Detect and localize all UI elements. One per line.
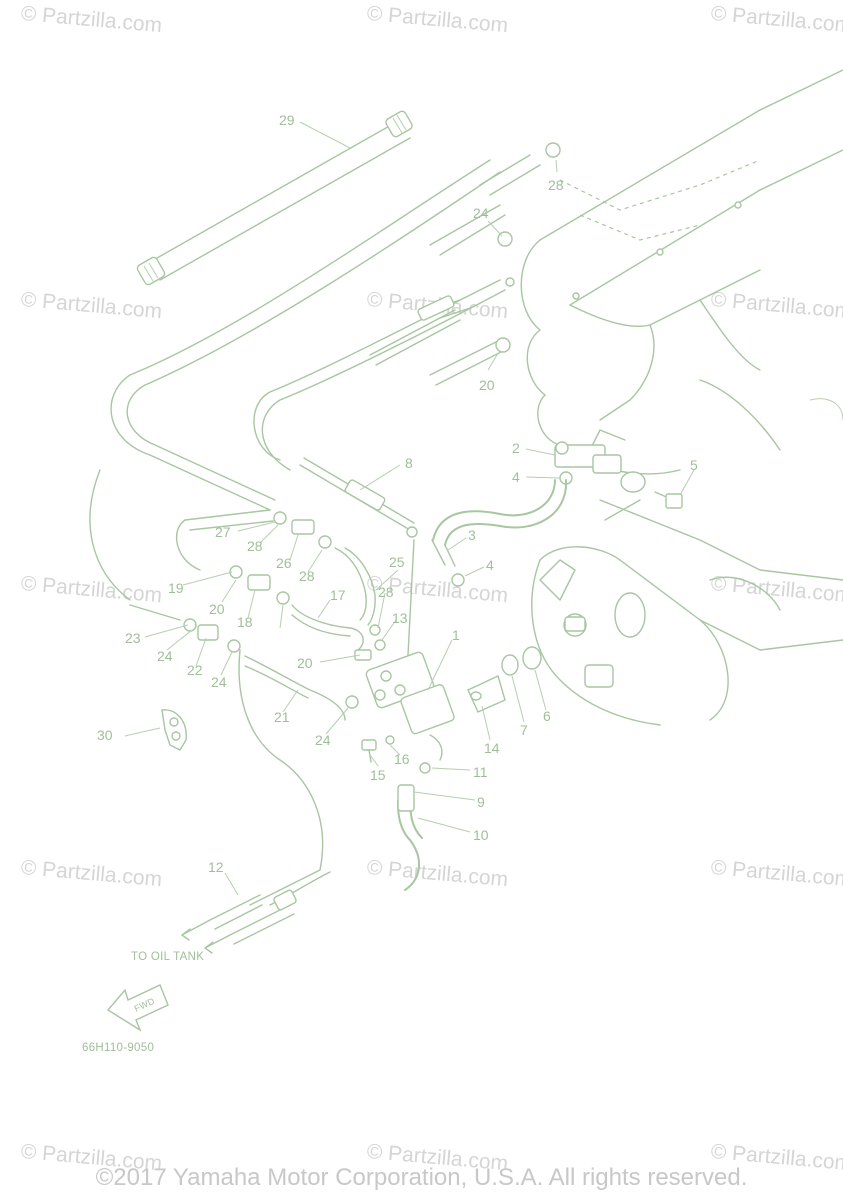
callout-17: 17 (330, 587, 346, 603)
callout-8: 8 (405, 455, 413, 471)
callout-16: 16 (394, 751, 410, 767)
pipe-29 (136, 110, 413, 286)
callout-14: 14 (484, 740, 500, 756)
callout-25: 25 (389, 554, 405, 570)
callout-15: 15 (370, 767, 386, 783)
callout-13: 13 (392, 610, 408, 626)
leader-lines (124, 121, 695, 896)
engine-block-outline (520, 69, 843, 475)
callout-4: 4 (486, 557, 494, 573)
callout-23: 23 (125, 630, 141, 646)
callout-21: 21 (274, 709, 290, 725)
bolts-and-washers (361, 735, 431, 774)
callout-24: 24 (315, 732, 331, 748)
clamp-bracket-30 (161, 709, 187, 751)
callout-6: 6 (543, 708, 551, 724)
left-fittings (89, 469, 386, 871)
part-code: 66H110-9050 (82, 1042, 154, 1054)
callout-11: 11 (473, 764, 488, 780)
callout-28: 28 (247, 538, 263, 554)
oil-tank-lines-12 (181, 869, 331, 954)
callout-28: 28 (378, 584, 394, 600)
callout-1: 1 (452, 627, 460, 643)
callout-28: 28 (299, 568, 315, 584)
callout-24: 24 (211, 674, 227, 690)
hose-3 (431, 479, 568, 587)
callout-3: 3 (468, 527, 476, 543)
bracket-assembly-2 (554, 441, 683, 521)
callout-26: 26 (276, 555, 292, 571)
callout-28: 28 (548, 177, 564, 193)
to-oil-tank-label: TO OIL TANK (131, 951, 204, 963)
callout-24: 24 (157, 648, 173, 664)
callout-18: 18 (237, 614, 253, 630)
callout-22: 22 (187, 662, 203, 678)
fwd-arrow-icon: FWD (106, 984, 169, 1032)
callout-10: 10 (473, 827, 489, 843)
callout-4: 4 (512, 469, 520, 485)
hose-routing (110, 154, 541, 511)
oil-pump-housing (531, 499, 843, 726)
callout-2: 2 (512, 440, 520, 456)
copyright-notice: ©2017 Yamaha Motor Corporation, U.S.A. A… (95, 1164, 748, 1191)
upper-clamps (495, 142, 561, 353)
callout-27: 27 (215, 524, 231, 540)
callout-7: 7 (520, 722, 528, 738)
callout-19: 19 (168, 580, 184, 596)
cable-8 (299, 295, 471, 538)
gasket-and-seals (467, 616, 586, 713)
callout-20: 20 (209, 601, 225, 617)
callouts: 29 28 24 20 2 4 5 8 3 4 25 27 28 26 28 1… (97, 112, 698, 875)
callout-9: 9 (477, 794, 485, 810)
callout-20: 20 (479, 377, 495, 393)
callout-30: 30 (97, 727, 113, 743)
callout-29: 29 (279, 112, 295, 128)
callout-12: 12 (208, 859, 224, 875)
callout-24: 24 (473, 205, 489, 221)
oil-pump-1 (365, 539, 455, 761)
callout-20: 20 (297, 655, 313, 671)
callout-5: 5 (690, 457, 698, 473)
hose-9-10 (397, 784, 423, 891)
